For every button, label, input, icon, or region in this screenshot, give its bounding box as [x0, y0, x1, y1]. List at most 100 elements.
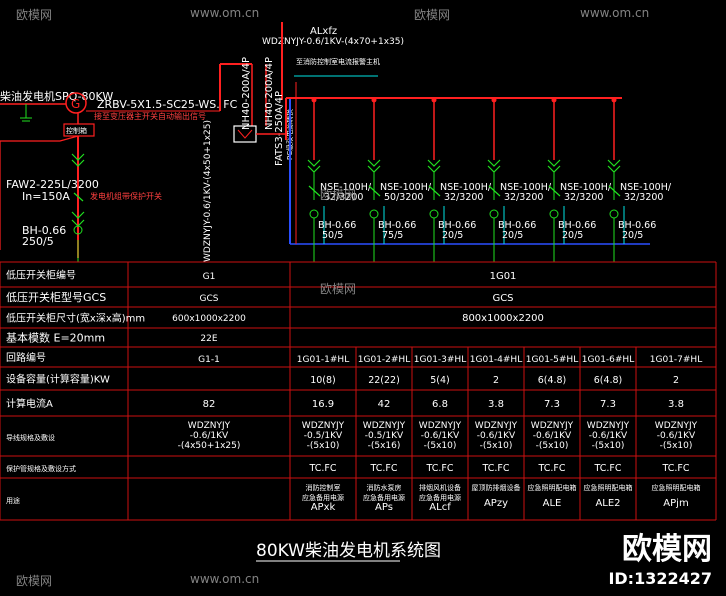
circuit-current: 7.3 [544, 399, 560, 410]
feeder-connector-icon [487, 159, 501, 173]
circuit-cable: -(5x10) [536, 441, 569, 451]
circuit-use: 应急照明配电箱 [652, 483, 701, 492]
table-row-label: 保护管规格及敷设方式 [6, 464, 76, 473]
feeder-breaker-rating: 32/3200 [624, 192, 663, 203]
cabinet-b-type: GCS [492, 293, 513, 304]
table-row-label: 导线规格及敷设 [6, 433, 55, 442]
feeder-bh-model: BH-0.66 [318, 220, 356, 231]
circuit-cable: -(5x10) [592, 441, 625, 451]
circuit-capacity: 2 [673, 375, 679, 386]
circuit-id: 1G01-3#HL [414, 355, 466, 365]
watermark-site: www.om.cn [580, 6, 650, 20]
feeder-connector-icon [367, 159, 381, 173]
feeder-bh-ratio: 20/5 [562, 230, 583, 241]
ats-model: FATS3-250A/4P [274, 91, 285, 166]
circuit-use: APs [375, 502, 393, 513]
circuit-id: 1G01-5#HL [526, 355, 578, 365]
cabinet-b-id: 1G01 [490, 271, 517, 282]
drawing-title: 80KW柴油发电机系统图 [256, 541, 441, 561]
table-row-label: 基本模数 E=20mm [6, 331, 105, 345]
table-row-label: 低压开关柜尺寸(宽x深x高)mm [6, 312, 145, 325]
circuit-use: APjm [663, 498, 688, 509]
circuit-use: ALE2 [595, 498, 620, 509]
feeder-breaker-model: NSE-100H/ [560, 182, 612, 193]
circuit-use: APxk [311, 502, 336, 513]
watermark-brand: 欧模网 [414, 8, 451, 22]
feeder-bh-model: BH-0.66 [558, 220, 596, 231]
circuit-current: 42 [378, 399, 391, 410]
circuit-use: 应急照明配电箱 [584, 483, 633, 492]
circuit-cable: -(5x10) [424, 441, 457, 451]
feeder-bh-ratio: 20/5 [502, 230, 523, 241]
feeder-breaker-icon [428, 185, 441, 197]
circuit-id: 1G01-4#HL [470, 355, 522, 365]
feeder-breaker-model: NSE-100H/ [440, 182, 492, 193]
feeder-bh-ratio: 50/5 [322, 230, 343, 241]
vertical-cable: WDZNYJY-0.6/1KV-(4x50+1x25) [203, 120, 213, 262]
circuit-cable: -(4x50+1x25) [178, 441, 241, 451]
ats-switch-1: NH40-200A/4P [241, 57, 252, 130]
generator-signal-note: 接至变压器主开关自动输出信号 [94, 111, 206, 121]
feeder-bh-model: BH-0.66 [378, 220, 416, 231]
incoming-cable: WDZNYJY-0.6/1KV-(4x70+1x35) [262, 37, 404, 47]
breaker-note: 发电机组带保护开关 [90, 191, 162, 201]
circuit-use: 应急备用电源 [302, 493, 344, 502]
generator-cable: ZRBV-5X1.5-SC25-WS. FC [97, 98, 238, 111]
feeder-connector-icon [547, 159, 561, 173]
feeder-connector-icon [307, 159, 321, 173]
circuit-current: 16.9 [312, 399, 334, 410]
circuit-id: 1G01-1#HL [297, 355, 349, 365]
feeder-breaker-rating: 32/3200 [564, 192, 603, 203]
cabinet-b-size: 800x1000x2200 [462, 313, 544, 324]
circuit-cable: WDZNYJY [531, 421, 574, 431]
circuit-capacity: 5(4) [430, 375, 450, 386]
feeder-breaker-model: NSE-100H/ [320, 182, 372, 193]
circuit-use: 消防水泵房 [367, 483, 402, 492]
circuit-conduit: TC.FC [538, 463, 566, 474]
cabinet-a-module: 22E [200, 334, 217, 344]
feeder-group: NSE-100H/32/3200BH-0.6650/5NSE-100H/50/3… [307, 97, 672, 262]
feeder-breaker-icon [548, 185, 561, 197]
feeder-breaker-icon [488, 185, 501, 197]
circuit-capacity: 22(22) [368, 375, 400, 386]
circuit-use: 消防控制室 [306, 483, 341, 492]
feeder-breaker-model: NSE-100H/ [380, 182, 432, 193]
circuit-cable: WDZNYJY [655, 421, 698, 431]
feeder-breaker-icon [608, 185, 621, 197]
circuit-conduit: TC.FC [482, 463, 510, 474]
circuit-current: 3.8 [668, 399, 684, 410]
circuit-current: 6.8 [432, 399, 448, 410]
circuit-cable: WDZNYJY [587, 421, 630, 431]
circuit-conduit: TC.FC [662, 463, 690, 474]
circuit-use: 应急备用电源 [419, 493, 461, 502]
feeder-breaker-model: NSE-100H/ [500, 182, 552, 193]
feeder-bh-model: BH-0.66 [618, 220, 656, 231]
feeder-bh-model: BH-0.66 [498, 220, 536, 231]
watermark-brand: 欧模网 [16, 574, 53, 588]
feeder-connector-icon [427, 159, 441, 173]
schematic: 柴油发电机SPQ-80KW G ZRBV-5X1.5-SC25-WS. FC 接… [0, 22, 672, 262]
circuit-current: 7.3 [600, 399, 616, 410]
circuit-capacity: 6(4.8) [594, 375, 623, 386]
circuit-capacity: 2 [493, 375, 499, 386]
circuit-cable: -(5x10) [660, 441, 693, 451]
circuit-cable: WDZNYJY [363, 421, 406, 431]
circuit-cable: -0.6/1KV [657, 431, 696, 441]
circuit-use: ALE [543, 498, 562, 509]
circuit-cable: -0.6/1KV [477, 431, 516, 441]
circuit-use: ALcf [429, 502, 451, 513]
circuit-use: 排烟风机设备 [419, 483, 461, 492]
cabinet-a-type: GCS [200, 294, 219, 304]
feeder-breaker-icon [308, 185, 321, 197]
main-breaker-setting: In=150A [22, 190, 70, 203]
circuit-use: 应急照明配电箱 [528, 483, 577, 492]
circuit-id: 1G01-6#HL [582, 355, 634, 365]
circuit-use: 应急备用电源 [363, 493, 405, 502]
circuit-conduit: TC.FC [309, 463, 337, 474]
monitor-note: 至消防控制室电流报警主机 [296, 57, 380, 66]
brand-logo: 欧模网 [622, 532, 712, 567]
circuit-id: 1G01-2#HL [358, 355, 410, 365]
